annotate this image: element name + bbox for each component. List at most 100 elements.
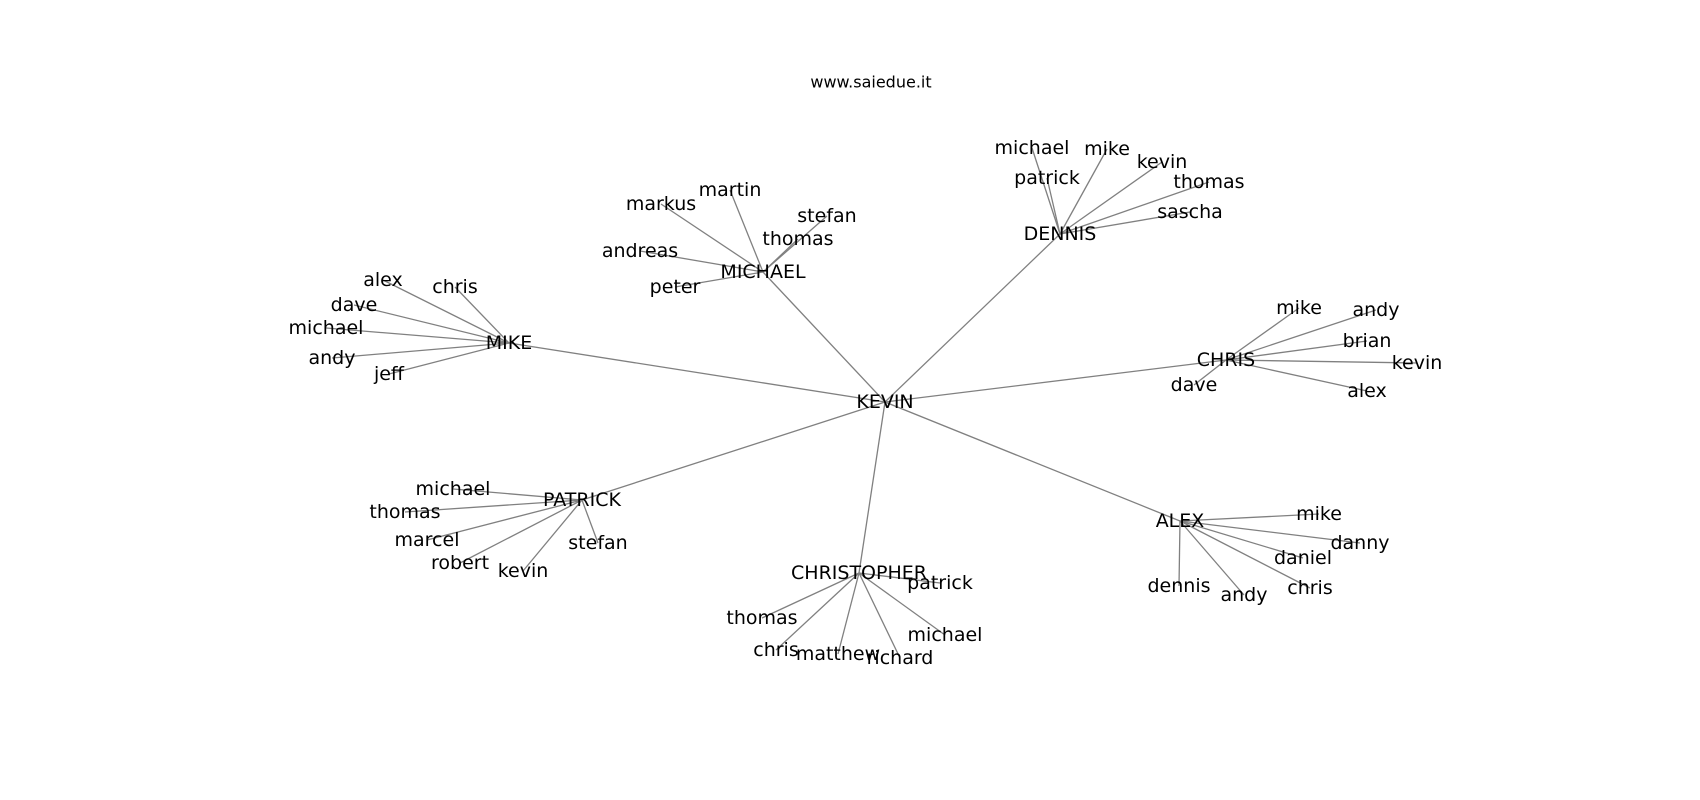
leaf-node-label: dave — [1171, 374, 1218, 396]
edge-hub-leaf — [1225, 359, 1418, 364]
leaf-node-label: andy — [1353, 299, 1400, 321]
edges-layer — [325, 147, 1418, 659]
edge-hub-leaf — [775, 572, 860, 651]
leaf-node-label: brian — [1343, 330, 1392, 352]
edge-hub-leaf — [729, 189, 764, 273]
edge-hub-leaf — [331, 342, 510, 359]
edge-hub-leaf — [761, 572, 860, 619]
leaf-node-label: jeff — [373, 363, 405, 385]
edge-hub-leaf — [674, 271, 764, 288]
edge-hub-leaf — [639, 250, 764, 273]
leaf-node-label: chris — [753, 639, 798, 661]
edge-root-hub — [884, 401, 1181, 522]
leaf-node-label: martin — [699, 179, 762, 201]
hub-node-label: DENNIS — [1024, 223, 1097, 245]
edge-hub-leaf — [1225, 359, 1368, 392]
leaf-node-label: thomas — [369, 501, 440, 523]
edge-root-hub — [508, 342, 886, 403]
leaf-node-label: dave — [331, 294, 378, 316]
edge-hub-leaf — [1225, 309, 1377, 361]
edge-hub-leaf — [1059, 161, 1163, 235]
hub-node-label: MICHAEL — [720, 261, 806, 283]
edge-root-hub — [762, 271, 886, 403]
edge-root-hub — [581, 401, 886, 501]
edge-hub-leaf — [858, 572, 946, 636]
hub-node-label: PATRICK — [543, 489, 621, 511]
leaf-node-label: michael — [908, 624, 983, 646]
leaf-node-label: andy — [1221, 584, 1268, 606]
leaf-node-label: patrick — [907, 572, 973, 594]
edge-hub-leaf — [382, 279, 510, 344]
leaf-node-label: thomas — [726, 607, 797, 629]
edge-hub-leaf — [660, 203, 764, 273]
edge-hub-leaf — [459, 499, 583, 564]
leaf-node-label: daniel — [1274, 547, 1332, 569]
leaf-node-label: kevin — [1392, 352, 1443, 374]
leaf-node-label: stefan — [568, 532, 627, 554]
edge-hub-leaf — [1225, 307, 1300, 361]
hub-node-label: CHRIS — [1197, 349, 1255, 371]
edge-hub-leaf — [404, 499, 583, 513]
leaf-node-label: peter — [650, 276, 701, 298]
hub-node-label: ALEX — [1156, 510, 1205, 532]
edge-hub-leaf — [325, 327, 510, 344]
edge-hub-leaf — [581, 499, 599, 544]
leaf-node-label: chris — [432, 276, 477, 298]
edge-hub-leaf — [1031, 147, 1061, 235]
leaf-node-label: sascha — [1157, 201, 1223, 223]
leaf-node-label: michael — [416, 478, 491, 500]
leaf-node-label: matthew — [796, 643, 880, 665]
leaf-node-label: robert — [431, 552, 489, 574]
edge-hub-leaf — [353, 304, 510, 344]
leaf-node-label: alex — [1347, 380, 1387, 402]
edge-hub-leaf — [1179, 520, 1304, 559]
site-title: www.saiedue.it — [810, 73, 931, 92]
edge-hub-leaf — [1059, 148, 1108, 235]
root-node-label: KEVIN — [856, 391, 913, 413]
edge-hub-leaf — [522, 499, 583, 572]
leaf-node-label: richard — [867, 647, 934, 669]
edge-hub-leaf — [858, 572, 941, 584]
leaf-node-label: andreas — [602, 240, 678, 262]
leaf-node-label: patrick — [1014, 167, 1080, 189]
edge-hub-leaf — [1179, 520, 1311, 589]
edge-root-hub — [884, 233, 1061, 403]
leaf-node-label: mike — [1276, 297, 1322, 319]
edge-hub-leaf — [1179, 520, 1361, 544]
edge-hub-leaf — [454, 286, 510, 344]
edge-hub-leaf — [1193, 359, 1227, 386]
leaf-node-label: alex — [363, 269, 403, 291]
leaf-node-label: thomas — [1173, 171, 1244, 193]
leaf-node-label: dennis — [1147, 575, 1210, 597]
leaf-node-label: marcel — [395, 529, 460, 551]
edge-hub-leaf — [1178, 520, 1181, 587]
edge-hub-leaf — [837, 572, 860, 655]
edge-hub-leaf — [1059, 181, 1210, 235]
leaf-node-label: thomas — [762, 228, 833, 250]
edge-hub-leaf — [762, 238, 799, 273]
edge-hub-leaf — [1225, 340, 1368, 361]
leaf-node-label: chris — [1287, 577, 1332, 599]
hub-node-label: MIKE — [486, 332, 532, 354]
leaf-node-label: mike — [1296, 503, 1342, 525]
edge-hub-leaf — [1046, 177, 1061, 235]
edge-root-hub — [884, 359, 1227, 403]
leaf-node-label: mike — [1084, 138, 1130, 160]
leaf-node-label: michael — [289, 317, 364, 339]
leaf-node-label: stefan — [797, 205, 856, 227]
leaf-node-label: danny — [1330, 532, 1389, 554]
leaf-node-label: michael — [995, 137, 1070, 159]
leaf-node-label: kevin — [498, 560, 549, 582]
edge-hub-leaf — [1179, 513, 1320, 522]
edge-hub-leaf — [1179, 520, 1245, 596]
leaf-node-label: andy — [309, 347, 356, 369]
edge-hub-leaf — [858, 572, 901, 659]
leaf-node-label: markus — [626, 193, 696, 215]
hub-node-label: CHRISTOPHER — [791, 562, 927, 584]
edge-root-hub — [858, 401, 886, 574]
edge-hub-leaf — [1059, 211, 1191, 235]
edge-hub-leaf — [452, 488, 583, 501]
